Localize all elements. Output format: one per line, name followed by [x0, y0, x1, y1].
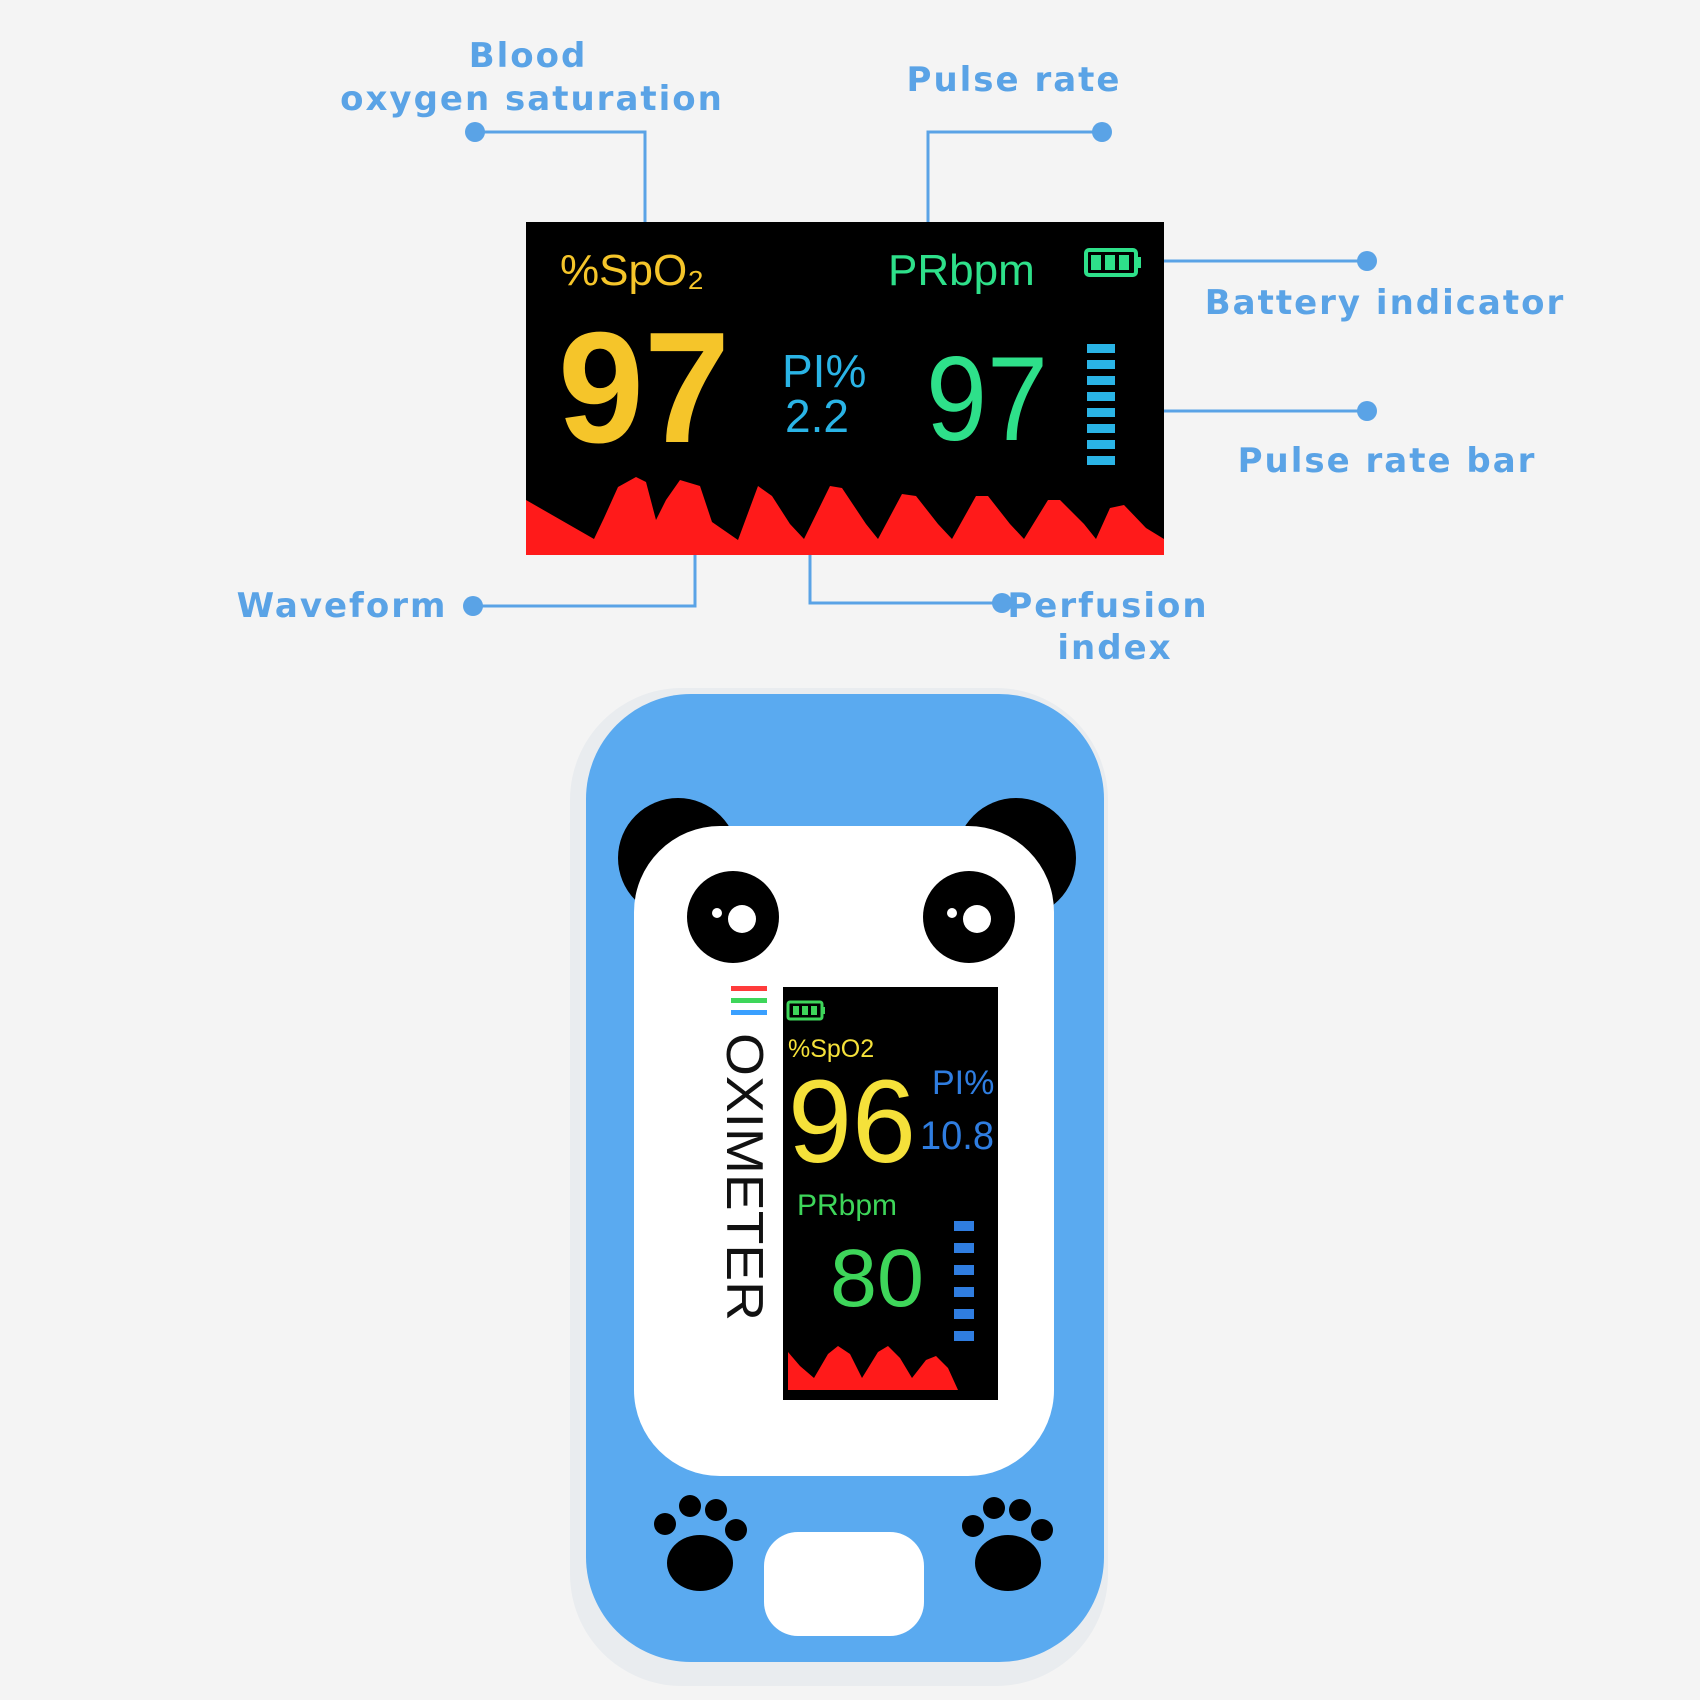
- waveform-callout: Waveform: [237, 586, 448, 626]
- spo2-value: 97: [558, 300, 730, 476]
- pulse-rate-endpoint-dot: [1092, 122, 1112, 142]
- device-pulse-rate-bar: [954, 1221, 974, 1341]
- pulse-bar-segment: [1087, 344, 1115, 353]
- pulse-rate-bar: [1087, 344, 1115, 465]
- panda-left-eye: [687, 871, 779, 963]
- pulse-bar-segment: [1087, 408, 1115, 417]
- pulse-bar-segment: [1087, 440, 1115, 449]
- pr-label: PRbpm: [888, 246, 1035, 295]
- spo2-leader-line: [475, 130, 647, 250]
- device-spo2-label: %SpO2: [788, 1035, 874, 1063]
- pulse-rate-leader-line: [926, 130, 1102, 250]
- perfusion-callout-line2: index: [1057, 628, 1172, 668]
- pulse-bar-segment: [1087, 424, 1115, 433]
- finger-slot[interactable]: [764, 1532, 924, 1636]
- pulse-bar-segment: [1087, 376, 1115, 385]
- panda-right-eye: [923, 871, 1015, 963]
- device-pulse-bar-segment: [954, 1221, 974, 1231]
- pulse-bar-segment: [1087, 456, 1115, 465]
- pulse-rate-callout: Pulse rate: [907, 60, 1122, 100]
- waveform-leader-line: [473, 536, 697, 608]
- device-pulse-bar-segment: [954, 1309, 974, 1319]
- device-pi-label: PI%: [932, 1064, 994, 1102]
- device-pr-value: 80: [830, 1233, 924, 1324]
- pi-value: 2.2: [785, 390, 849, 442]
- device-pi-value: 10.8: [920, 1114, 994, 1158]
- waveform-graphic: [526, 477, 1164, 555]
- battery-endpoint-dot: [1357, 251, 1377, 271]
- device-brand-text: OXIMETER: [715, 1033, 773, 1321]
- status-stripes-icon: [731, 986, 767, 1015]
- device-pulse-bar-segment: [954, 1243, 974, 1253]
- battery-cell: [1091, 255, 1101, 270]
- enlarged-screen: %SpO₂ 97 PI% 2.2 PRbpm 97: [526, 222, 1164, 555]
- device-battery-icon: [786, 1000, 825, 1021]
- left-paw-icon: [654, 1495, 747, 1591]
- pulse-bar-segment: [1087, 392, 1115, 401]
- device-pulse-bar-segment: [954, 1331, 974, 1341]
- spo2-callout-line2: oxygen saturation: [340, 79, 724, 119]
- perfusion-endpoint-dot: [992, 593, 1012, 613]
- right-paw-icon: [962, 1497, 1053, 1591]
- device-spo2-value: 96: [788, 1056, 916, 1188]
- battery-cell: [1105, 255, 1115, 270]
- battery-icon: [1084, 248, 1141, 277]
- battery-callout: Battery indicator: [1205, 283, 1566, 323]
- spo2-callout-line1: Blood: [469, 36, 588, 76]
- pr-value: 97: [926, 332, 1048, 466]
- spo2-label: %SpO₂: [560, 246, 704, 295]
- spo2-endpoint-dot: [465, 122, 485, 142]
- pulse-bar-endpoint-dot: [1357, 401, 1377, 421]
- device-pulse-bar-segment: [954, 1265, 974, 1275]
- device-pulse-bar-segment: [954, 1287, 974, 1297]
- waveform-endpoint-dot: [463, 596, 483, 616]
- oximeter-device: OXIMETER %SpO2 96 PI% 10.8 PRbpm 80: [570, 688, 1108, 1686]
- device-pr-label: PRbpm: [797, 1189, 897, 1222]
- pulse-bar-segment: [1087, 360, 1115, 369]
- pi-label: PI%: [782, 345, 866, 397]
- pulse-bar-callout: Pulse rate bar: [1238, 441, 1537, 481]
- perfusion-callout-line1: Perfusion: [1007, 586, 1208, 626]
- device-waveform-graphic: [788, 1346, 958, 1390]
- battery-cell: [1119, 255, 1129, 270]
